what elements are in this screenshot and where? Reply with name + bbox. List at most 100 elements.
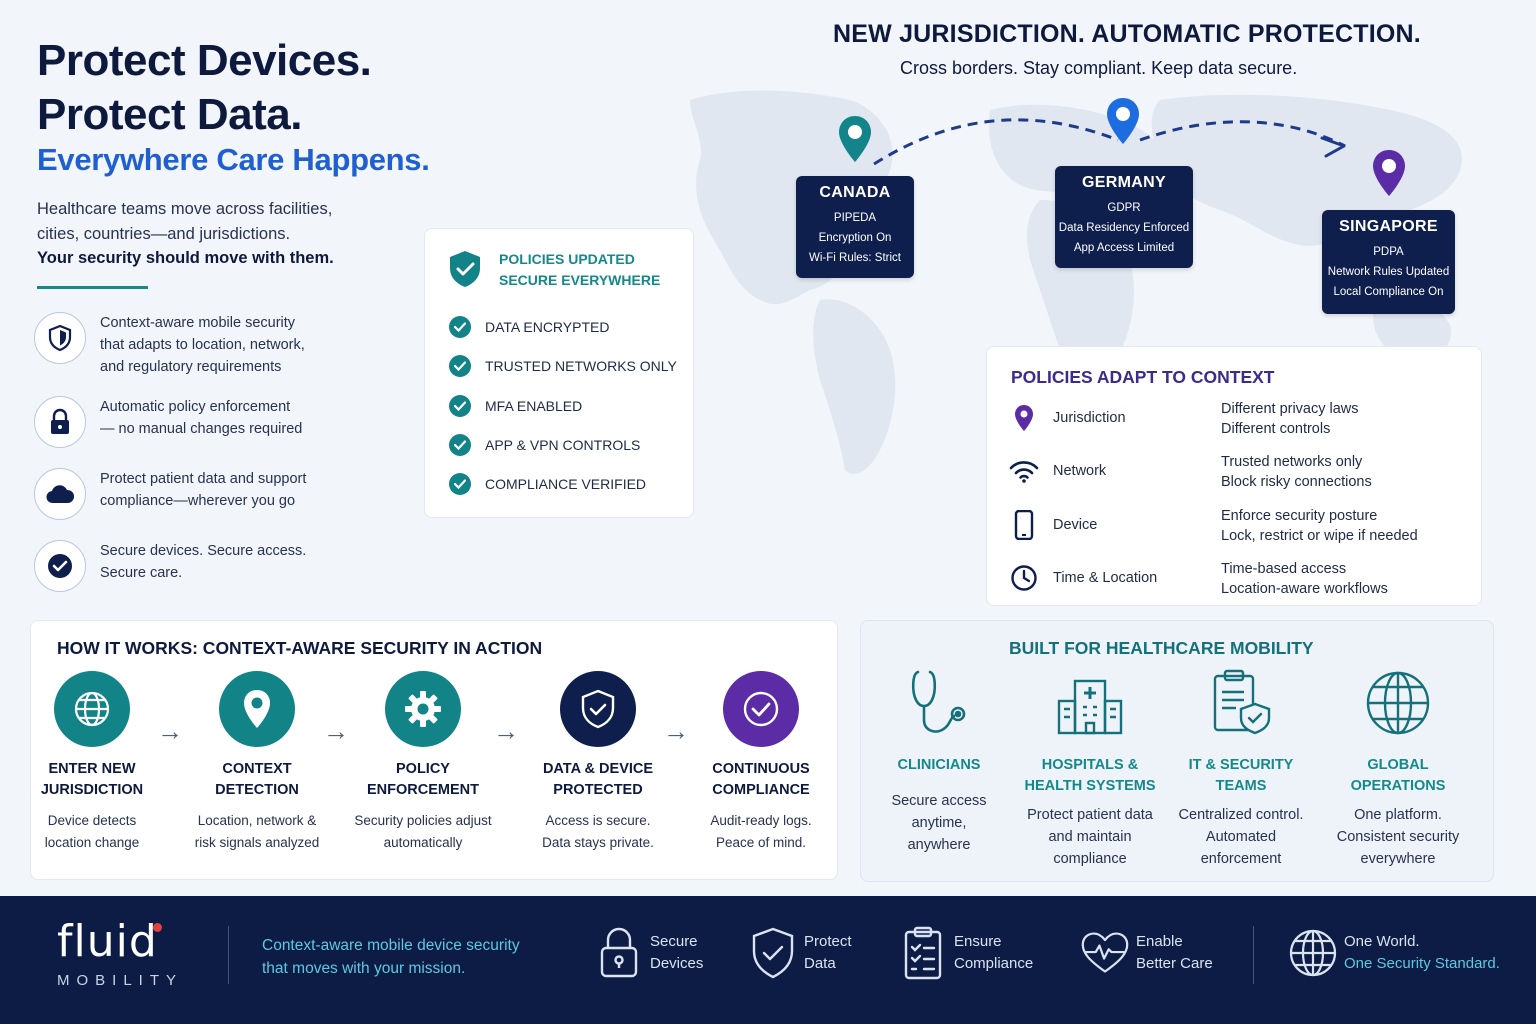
feature-text: Secure devices. Secure access. Secure ca…	[100, 540, 380, 584]
footer-item-line: Better Care	[1136, 955, 1213, 972]
footer-world-text: One World.One Security Standard.	[1344, 931, 1500, 975]
check-icon	[449, 434, 471, 456]
globe-icon	[1318, 665, 1478, 741]
feature-line: Context-aware mobile security	[100, 315, 296, 331]
policy-item-label: TRUSTED NETWORKS ONLY	[485, 358, 677, 374]
policies-card: POLICIES UPDATED SECURE EVERYWHERE DATA …	[424, 228, 694, 518]
feature-line: and regulatory requirements	[100, 359, 282, 375]
persona-title: CLINICIANS	[859, 755, 1019, 776]
persona-title-line: HOSPITALS &	[1041, 757, 1139, 773]
check-icon	[449, 473, 471, 495]
persona-title-line: HEALTH SYSTEMS	[1024, 778, 1156, 794]
persona-desc-line: Centralized control.	[1178, 807, 1304, 823]
arrow-icon: →	[493, 716, 519, 746]
footer-item-one-world: One World.One Security Standard.	[1288, 924, 1500, 982]
hero-intro-strong: Your security should move with them.	[37, 249, 334, 267]
context-row-network: Network Trusted networks only Block risk…	[987, 452, 1481, 496]
context-desc: Enforce security posture Lock, restrict …	[1221, 506, 1418, 546]
jurisdiction-line: PDPA	[1373, 246, 1404, 258]
policy-item-label: MFA ENABLED	[485, 398, 583, 414]
policy-item: APP & VPN CONTROLS	[449, 434, 640, 456]
shield-icon	[34, 312, 86, 364]
footer: fluid MOBILITY Context-aware mobile devi…	[0, 896, 1536, 1024]
logo-dot	[153, 923, 162, 932]
step-desc-line: automatically	[383, 835, 463, 850]
jurisdiction-card-singapore: SINGAPORE PDPA Network Rules Updated Loc…	[1322, 210, 1455, 314]
feature-text: Automatic policy enforcement — no manual…	[100, 396, 380, 440]
policy-item-label: COMPLIANCE VERIFIED	[485, 476, 647, 492]
heart-pulse-icon	[1080, 924, 1130, 982]
step-desc: Audit-ready logs.Peace of mind.	[676, 810, 846, 854]
location-pin-icon	[1107, 98, 1139, 144]
context-desc: Time-based access Location-aware workflo…	[1221, 559, 1388, 599]
jurisdiction-name: GERMANY	[1082, 174, 1166, 191]
persona-desc-line: anywhere	[907, 837, 971, 853]
step-title-line: CONTINUOUS	[712, 761, 810, 777]
footer-world-line: One Security Standard.	[1344, 955, 1500, 972]
policies-header: POLICIES UPDATED SECURE EVERYWHERE	[447, 249, 660, 291]
persona-desc-line: and maintain	[1048, 829, 1132, 845]
context-row-device: Device Enforce security posture Lock, re…	[987, 506, 1481, 550]
jurisdiction-line: Data Residency Enforced	[1058, 222, 1190, 234]
footer-item-line: Compliance	[954, 955, 1034, 972]
footer-item-line: Devices	[650, 955, 704, 972]
hero-intro-line-1: Healthcare teams move across facilities,	[37, 200, 333, 218]
step-title-line: CONTEXT	[222, 761, 292, 777]
lock-icon	[594, 924, 644, 982]
policies-title: POLICIES UPDATED SECURE EVERYWHERE	[499, 249, 660, 291]
location-pin-icon	[219, 671, 295, 747]
how-it-works-card: HOW IT WORKS: CONTEXT-AWARE SECURITY IN …	[30, 620, 838, 880]
wifi-icon	[1009, 456, 1039, 486]
context-desc-line: Location-aware workflows	[1221, 581, 1388, 597]
jurisdiction-line: GDPR	[1107, 202, 1141, 214]
jurisdiction-name: CANADA	[819, 184, 891, 201]
step-desc-line: Audit-ready logs.	[710, 813, 812, 828]
tagline-line: that moves with your mission.	[262, 960, 466, 977]
jurisdiction-line: Wi-Fi Rules: Strict	[809, 252, 901, 264]
location-pin-icon	[839, 116, 871, 162]
context-desc: Different privacy laws Different control…	[1221, 399, 1359, 439]
persona-title: HOSPITALS & HEALTH SYSTEMS	[1010, 755, 1170, 797]
built-title: BUILT FOR HEALTHCARE MOBILITY	[1009, 638, 1314, 658]
shield-check-icon	[450, 251, 480, 287]
context-name: Time & Location	[1053, 570, 1158, 586]
jurisdiction-line: Local Compliance On	[1333, 286, 1444, 298]
persona-desc-line: compliance	[1053, 851, 1127, 867]
footer-item-line: Ensure	[954, 933, 1002, 950]
policy-item: COMPLIANCE VERIFIED	[449, 473, 646, 495]
persona-desc-line: One platform.	[1354, 807, 1442, 823]
feature-text: Protect patient data and support complia…	[100, 468, 380, 512]
check-icon	[449, 395, 471, 417]
arrow-icon: →	[157, 716, 183, 746]
clock-icon	[1009, 563, 1039, 593]
stethoscope-icon	[859, 665, 1019, 741]
clipboard-check-icon	[898, 924, 948, 982]
step-desc: Access is secure.Data stays private.	[513, 810, 683, 854]
persona-title-line: IT & SECURITY	[1188, 757, 1294, 773]
jurisdiction-line: Network Rules Updated	[1327, 266, 1450, 278]
context-card: POLICIES ADAPT TO CONTEXT Jurisdiction D…	[986, 346, 1482, 606]
persona-desc-line: enforcement	[1200, 851, 1282, 867]
location-pin-icon	[1009, 403, 1039, 433]
step-desc-line: Security policies adjust	[354, 813, 492, 828]
hero-title: Protect Devices. Protect Data.	[37, 34, 372, 142]
feature-line: Protect patient data and support	[100, 471, 307, 487]
context-desc-line: Enforce security posture	[1221, 508, 1378, 524]
persona-title-line: GLOBAL	[1367, 757, 1429, 773]
footer-divider	[228, 926, 229, 984]
tagline-line: Context-aware mobile device security	[262, 937, 520, 954]
footer-item-line: Data	[804, 955, 836, 972]
logo-sub: MOBILITY	[57, 972, 184, 989]
gear-icon	[385, 671, 461, 747]
persona-desc-line: Consistent security	[1336, 829, 1460, 845]
